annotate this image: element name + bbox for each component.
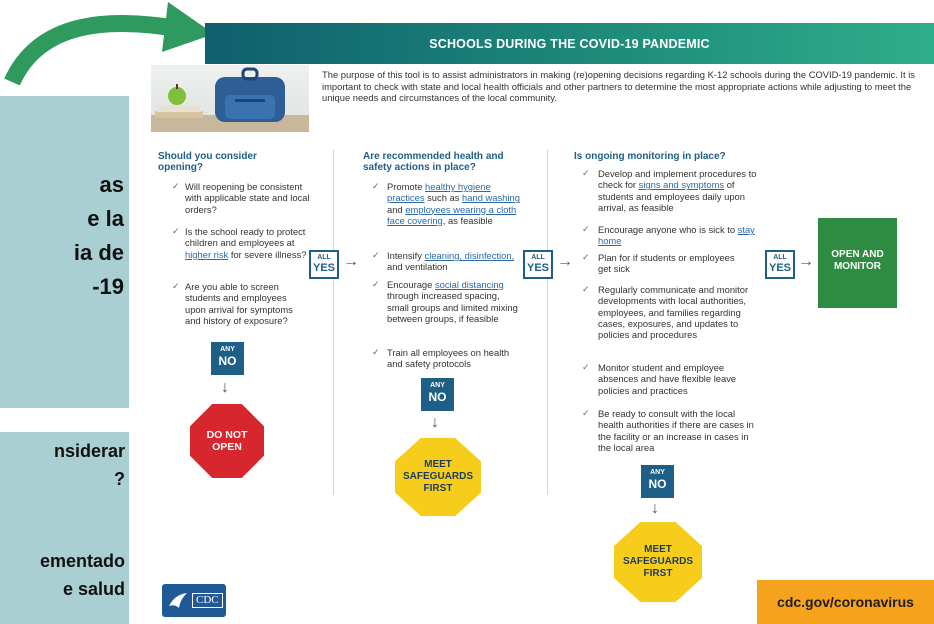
- backpack-apple-books-image: [151, 67, 309, 132]
- panel-text-line: nsiderar: [53, 441, 125, 461]
- any-label: ANY: [430, 382, 445, 389]
- left-info-panel-bottom: nsiderar ? ementado e salud: [0, 432, 129, 624]
- checkmark-icon: ✓: [172, 181, 180, 191]
- any-no-badge: ANY NO: [211, 342, 244, 375]
- meet-safeguards-sign: MEET SAFEGUARDS FIRST: [614, 522, 702, 602]
- open-and-monitor-label: OPEN AND MONITOR: [831, 249, 884, 272]
- left-info-panel-top: as e la ia de -19: [0, 96, 129, 408]
- open-and-monitor-box: OPEN AND MONITOR: [818, 218, 897, 308]
- col3-item: Plan for if students or employees get si…: [598, 252, 735, 275]
- all-yes-badge: ALL YES: [765, 250, 795, 279]
- col1-item: Is the school ready to protect children …: [185, 226, 307, 260]
- checkmark-icon: ✓: [582, 224, 590, 234]
- all-label: ALL: [531, 254, 545, 261]
- yes-label: YES: [526, 262, 549, 274]
- do-not-open-stop-sign: DO NOT OPEN: [190, 404, 264, 478]
- right-arrow-icon: →: [557, 253, 573, 270]
- down-arrow-icon: ↓: [221, 379, 229, 396]
- all-yes-badge: ALL YES: [523, 250, 553, 279]
- down-arrow-icon: ↓: [431, 414, 439, 431]
- col3-item: Be ready to consult with the local healt…: [598, 408, 754, 453]
- cdc-website-link[interactable]: cdc.gov/coronavirus: [757, 580, 934, 624]
- any-no-badge: ANY NO: [421, 378, 454, 411]
- no-label: NO: [648, 477, 667, 491]
- document-title-banner: SCHOOLS DURING THE COVID-19 PANDEMIC: [205, 23, 934, 64]
- stop-sign-label: DO NOT OPEN: [206, 429, 248, 453]
- checkmark-icon: ✓: [172, 226, 180, 236]
- down-arrow-icon: ↓: [651, 500, 659, 517]
- col1-item: Will reopening be consistent with applic…: [185, 181, 310, 215]
- col2-item: Promote healthy hygiene practices such a…: [387, 181, 520, 226]
- no-label: NO: [218, 354, 237, 368]
- panel-text-line: -19: [92, 274, 124, 299]
- any-label: ANY: [220, 346, 235, 353]
- panel-text-line: ementado: [39, 551, 125, 571]
- intro-paragraph: The purpose of this tool is to assist ad…: [322, 69, 915, 103]
- panel-text-line: e salud: [62, 579, 125, 599]
- any-no-badge: ANY NO: [641, 465, 674, 498]
- yes-label: YES: [312, 262, 335, 274]
- checkmark-icon: ✓: [582, 408, 590, 418]
- curved-arrow-icon: [4, 2, 214, 85]
- col2-item: Encourage social distancing through incr…: [387, 279, 518, 324]
- hhs-eagle-icon: [169, 593, 187, 608]
- col2-heading: Are recommended health and safety action…: [363, 151, 504, 173]
- all-label: ALL: [317, 254, 331, 261]
- column-divider: [333, 150, 334, 495]
- checkmark-icon: ✓: [582, 284, 590, 294]
- checkmark-icon: ✓: [372, 250, 380, 260]
- checkmark-icon: ✓: [172, 281, 180, 291]
- col2-item: Train all employees on health and safety…: [387, 347, 510, 370]
- checkmark-icon: ✓: [582, 252, 590, 262]
- col3-item: Regularly communicate and monitor develo…: [598, 284, 749, 341]
- checkmark-icon: ✓: [372, 181, 380, 191]
- col2-item: Intensify cleaning, disinfection, and ve…: [387, 250, 515, 273]
- col3-item: Encourage anyone who is sick to stay hom…: [598, 224, 755, 247]
- column-divider: [547, 150, 548, 495]
- any-label: ANY: [650, 469, 665, 476]
- right-arrow-icon: →: [798, 253, 814, 270]
- checkmark-icon: ✓: [582, 362, 590, 372]
- yes-label: YES: [768, 262, 791, 274]
- checkmark-icon: ✓: [372, 279, 380, 289]
- panel-text-line: as: [99, 172, 124, 197]
- col1-item: Are you able to screen students and empl…: [185, 281, 293, 326]
- school-supplies-photo: [151, 65, 309, 132]
- checkmark-icon: ✓: [372, 347, 380, 357]
- all-label: ALL: [773, 254, 787, 261]
- all-yes-badge: ALL YES: [309, 250, 339, 279]
- col1-heading: Should you consider opening?: [158, 151, 257, 173]
- safeguards-label: MEET SAFEGUARDS FIRST: [623, 544, 694, 579]
- panel-text-line: ia de: [73, 240, 124, 265]
- checkmark-icon: ✓: [582, 168, 590, 178]
- panel-text-line: ?: [114, 469, 125, 489]
- col3-item: Monitor student and employee absences an…: [598, 362, 737, 396]
- no-label: NO: [428, 390, 447, 404]
- col3-heading: Is ongoing monitoring in place?: [574, 151, 726, 162]
- meet-safeguards-sign: MEET SAFEGUARDS FIRST: [395, 438, 481, 516]
- cdc-logo-text: CDC: [192, 593, 223, 608]
- cdc-logo: CDC: [162, 584, 226, 617]
- col3-item: Develop and implement procedures to chec…: [598, 168, 757, 213]
- safeguards-label: MEET SAFEGUARDS FIRST: [403, 459, 474, 494]
- right-arrow-icon: →: [343, 253, 359, 270]
- panel-text-line: e la: [87, 206, 124, 231]
